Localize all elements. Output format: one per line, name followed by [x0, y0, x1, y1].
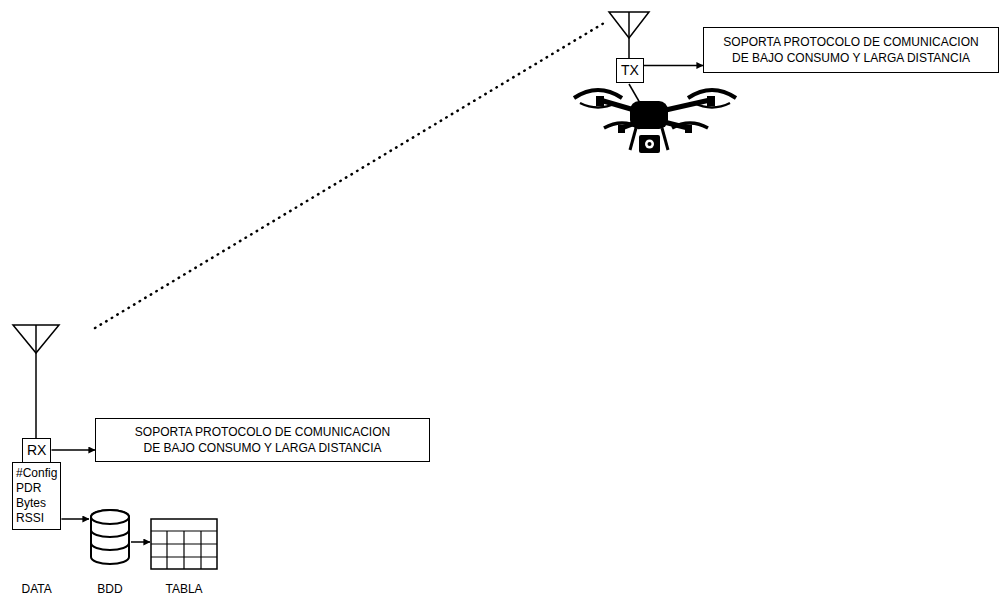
table-grid-shape — [150, 518, 218, 570]
drone-illustration — [574, 84, 736, 153]
table-grid — [150, 518, 218, 570]
caption-label: TABLA — [165, 582, 202, 596]
arrow-connector — [52, 449, 96, 451]
node-text: TX — [621, 62, 639, 79]
caption-label: DATA — [22, 582, 52, 596]
data-box: #ConfigPDRBytesRSSIDATA — [12, 462, 61, 530]
antenna-symbol — [13, 325, 59, 438]
node-text: PDR — [16, 481, 57, 496]
node-text: #Config — [16, 466, 57, 481]
node-text: Bytes — [16, 496, 57, 511]
node-text: RSSI — [16, 511, 57, 526]
node-text: SOPORTA PROTOCOLO DE COMUNICACION DE BAJ… — [718, 34, 984, 66]
database-cylinder: BDD — [89, 508, 131, 566]
node-text: SOPORTA PROTOCOLO DE COMUNICACION DE BAJ… — [130, 424, 395, 456]
table-grid: TABLA — [150, 518, 218, 570]
callout-box: SOPORTA PROTOCOLO DE COMUNICACION DE BAJ… — [95, 418, 430, 462]
arrow-connector — [61, 518, 89, 520]
database-cylinder-shape — [89, 508, 131, 566]
tx-box: TX — [616, 58, 644, 83]
arrow-connector — [131, 541, 150, 543]
radio-link — [95, 23, 604, 328]
arrow-connector — [644, 65, 703, 67]
data-list-box: #ConfigPDRBytesRSSI — [12, 462, 61, 530]
rx-box: RX — [22, 438, 51, 463]
caption-label: BDD — [97, 582, 122, 596]
node-text: RX — [27, 442, 46, 459]
antenna-symbol — [609, 12, 649, 58]
database-cylinder — [89, 508, 131, 566]
callout-box: SOPORTA PROTOCOLO DE COMUNICACION DE BAJ… — [703, 27, 999, 73]
